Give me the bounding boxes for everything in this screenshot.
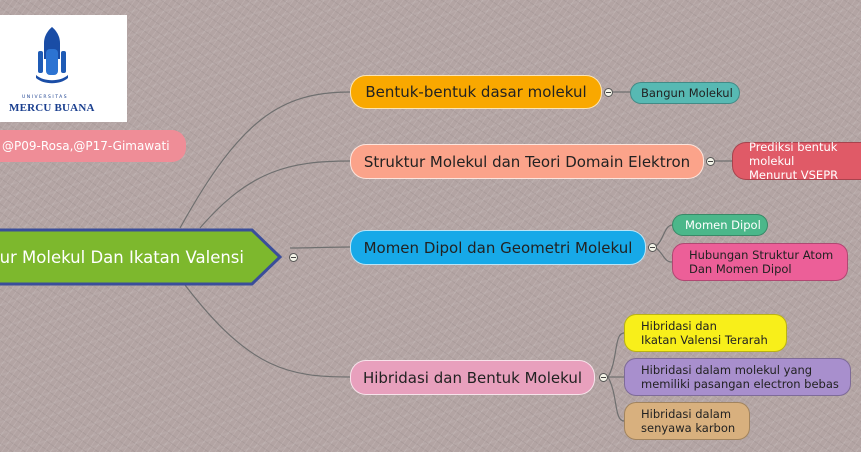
leaf-node-prediksi-vsepr[interactable]: Prediksi bentuk molekul Menurut VSEPR xyxy=(732,140,861,182)
branch-node-struktur-molekul[interactable]: Struktur Molekul dan Teori Domain Elektr… xyxy=(350,144,704,179)
branch-node-momen-dipol[interactable]: Momen Dipol dan Geometri Molekul xyxy=(350,230,646,265)
leaf-node-ikatan-valensi[interactable]: Hibridasi dan Ikatan Valensi Terarah xyxy=(624,314,787,352)
connector-branch4-leaf7 xyxy=(607,376,625,422)
connector-branch3-leaf4 xyxy=(655,247,673,263)
collapse-toggle-main[interactable] xyxy=(289,253,298,262)
leaf-label-line-2: senyawa karbon xyxy=(641,421,736,435)
collapse-toggle-branch-1[interactable] xyxy=(604,88,613,97)
leaf-label: Hibridasi dalam senyawa karbon xyxy=(641,407,735,435)
leaf-label-line-1: Prediksi bentuk molekul xyxy=(749,140,838,168)
leaf-label: Prediksi bentuk molekul Menurut VSEPR xyxy=(749,140,861,182)
leaf-label-line-1: Hibridasi dalam molekul yang xyxy=(641,363,813,377)
logo-emblem-icon xyxy=(36,27,68,84)
leaf-label-line-2: Dan Momen Dipol xyxy=(689,262,792,276)
leaf-label-line-1: Hibridasi dalam xyxy=(641,407,732,421)
branch-label: Hibridasi dan Bentuk Molekul xyxy=(362,368,583,387)
main-topic-node[interactable]: ur Molekul Dan Ikatan Valensi xyxy=(0,228,286,286)
leaf-label-line-2: Menurut VSEPR xyxy=(749,168,839,182)
leaf-label: Hibridasi dan Ikatan Valensi Terarah xyxy=(641,319,768,347)
connector-main-branch-1 xyxy=(179,91,351,229)
connector-main-branch-3 xyxy=(289,246,351,249)
leaf-label-line-2: Ikatan Valensi Terarah xyxy=(641,333,768,347)
logo-text: MERCU BUANA xyxy=(9,102,95,114)
branch-node-bentuk-dasar[interactable]: Bentuk-bentuk dasar molekul xyxy=(350,75,602,109)
branch-label: Struktur Molekul dan Teori Domain Elektr… xyxy=(363,152,691,171)
university-logo: UNIVERSITAS MERCU BUANA xyxy=(0,15,127,122)
authors-node[interactable]: @P09-Rosa,@P17-Gimawati xyxy=(0,130,186,162)
leaf-node-senyawa-karbon[interactable]: Hibridasi dalam senyawa karbon xyxy=(624,402,750,440)
connector-branch3-leaf3 xyxy=(655,224,673,247)
collapse-toggle-branch-3[interactable] xyxy=(648,243,657,252)
branch-node-hibridasi[interactable]: Hibridasi dan Bentuk Molekul xyxy=(350,360,595,395)
leaf-label: Hubungan Struktur Atom Dan Momen Dipol xyxy=(689,248,833,276)
main-topic-shape xyxy=(0,228,283,286)
leaf-node-momen-dipol[interactable]: Momen Dipol xyxy=(672,214,768,236)
branch-label: Momen Dipol dan Geometri Molekul xyxy=(363,238,633,257)
collapse-toggle-branch-4[interactable] xyxy=(599,373,608,382)
leaf-label: Momen Dipol xyxy=(685,218,761,232)
collapse-toggle-branch-2[interactable] xyxy=(706,157,715,166)
connector-branch4-leaf5 xyxy=(607,332,625,378)
main-topic-label: ur Molekul Dan Ikatan Valensi xyxy=(0,247,244,267)
connector-main-branch-2 xyxy=(199,160,351,229)
leaf-node-hubungan-struktur[interactable]: Hubungan Struktur Atom Dan Momen Dipol xyxy=(672,243,848,281)
leaf-label: Hibridasi dalam molekul yang memiliki pa… xyxy=(641,363,839,391)
leaf-node-bangun-molekul[interactable]: Bangun Molekul xyxy=(630,82,740,104)
leaf-label: Bangun Molekul xyxy=(641,86,733,100)
leaf-node-pasangan-electron[interactable]: Hibridasi dalam molekul yang memiliki pa… xyxy=(624,358,851,396)
connector-main-branch-4 xyxy=(184,284,351,378)
authors-label: @P09-Rosa,@P17-Gimawati xyxy=(2,139,170,153)
branch-label: Bentuk-bentuk dasar molekul xyxy=(365,83,587,101)
leaf-label-line-1: Hibridasi dan xyxy=(641,319,717,333)
leaf-label-line-2: memiliki pasangan electron bebas xyxy=(641,377,839,391)
logo-small-text: UNIVERSITAS xyxy=(22,95,69,100)
leaf-label-line-1: Hubungan Struktur Atom xyxy=(689,248,834,262)
